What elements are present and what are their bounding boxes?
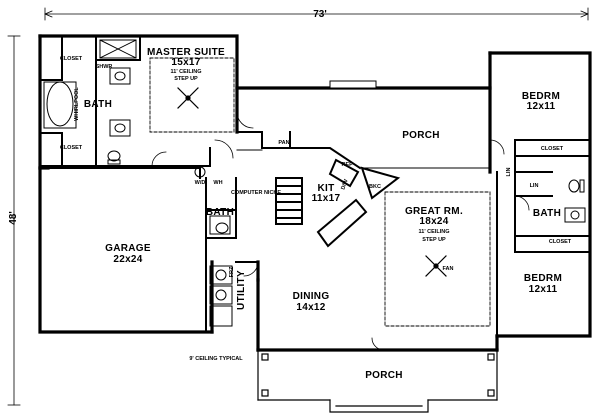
room-size-kit: 11x17: [312, 193, 341, 204]
label-ref: REF: [342, 162, 354, 168]
room-note-master-ceiling: 11' CEILING: [171, 69, 202, 75]
room-name-whirlpool: WHIRLPOOL: [74, 87, 80, 121]
room-name-computer-niche: COMPUTER NICHE: [231, 190, 281, 196]
room-size-master-suite: 15x17: [171, 57, 200, 68]
dimension-line-width: [44, 7, 589, 21]
ceiling-note: 9' CEILING TYPICAL: [189, 356, 243, 362]
room-name-pan: PAN: [278, 140, 289, 146]
room-size-great-rm: 18x24: [419, 216, 448, 227]
room-name-closet-master-top: CLOSET: [60, 56, 83, 62]
shower: [99, 39, 137, 59]
room-name-garage: GARAGE: [105, 243, 151, 254]
room-note-great-ceiling: 11' CEILING: [419, 229, 450, 235]
room-name-bath-right: BATH: [533, 208, 561, 219]
toilet-right-bath: [564, 179, 586, 223]
porch-rear: [236, 80, 491, 169]
porch-front-structure: [257, 349, 498, 413]
room-size-bedrm-bottom: 12x11: [529, 284, 558, 295]
room-name-porch-rear: PORCH: [402, 130, 440, 141]
label-bkc: BKC: [369, 184, 381, 190]
label-frz: FRZ: [229, 266, 235, 277]
room-name-kit: KIT: [317, 183, 334, 194]
sinks-master: [109, 67, 131, 137]
room-name-closet-master-bottom: CLOSET: [60, 145, 83, 151]
room-name-bath-small: BATH: [206, 207, 234, 218]
room-name-dining: DINING: [293, 291, 330, 302]
dimension-line-depth: [7, 35, 21, 406]
overall-width-label: 73': [313, 9, 327, 20]
label-dw: D/W: [340, 178, 350, 191]
room-name-closet-right-bottom: CLOSET: [549, 239, 572, 245]
label-wh: WH: [213, 180, 222, 186]
room-name-porch-front: PORCH: [365, 370, 403, 381]
room-size-bedrm-top: 12x11: [527, 101, 556, 112]
room-name-master-suite: MASTER SUITE: [147, 47, 225, 58]
room-name-bedrm-top: BEDRM: [522, 91, 560, 102]
label-wd: W/D: [195, 180, 206, 186]
bath-small-fixtures: [209, 215, 231, 235]
fan-icon: [177, 87, 199, 109]
fan-icon-great-room: [425, 255, 447, 277]
room-name-bath-master: BATH: [84, 99, 112, 110]
room-size-garage: 22x24: [113, 254, 142, 265]
room-name-shwr: SHWR: [96, 64, 113, 70]
utility-appliances: [209, 265, 233, 327]
step-up-outlines: [149, 57, 491, 327]
room-note-master-stepup: STEP UP: [174, 76, 198, 82]
room-name-closet-right-top: CLOSET: [541, 146, 564, 152]
interior-walls: [39, 35, 591, 337]
room-name-lin: LIN: [530, 183, 539, 189]
overall-depth-label: 48': [8, 211, 19, 225]
exterior-walls: [38, 34, 592, 352]
room-note-great-stepup: STEP UP: [422, 237, 446, 243]
room-name-utility: UTILITY: [236, 270, 247, 310]
toilet-master: [107, 150, 121, 165]
room-name-great-rm: GREAT RM.: [405, 206, 463, 217]
room-size-dining: 14x12: [296, 302, 325, 313]
water-heater: [194, 166, 206, 178]
whirlpool-tub: [43, 81, 77, 129]
door-swings: [151, 111, 530, 351]
room-name-bedrm-bottom: BEDRM: [524, 273, 562, 284]
label-lin-small: LIN: [506, 168, 512, 177]
label-fan: FAN: [443, 266, 454, 272]
